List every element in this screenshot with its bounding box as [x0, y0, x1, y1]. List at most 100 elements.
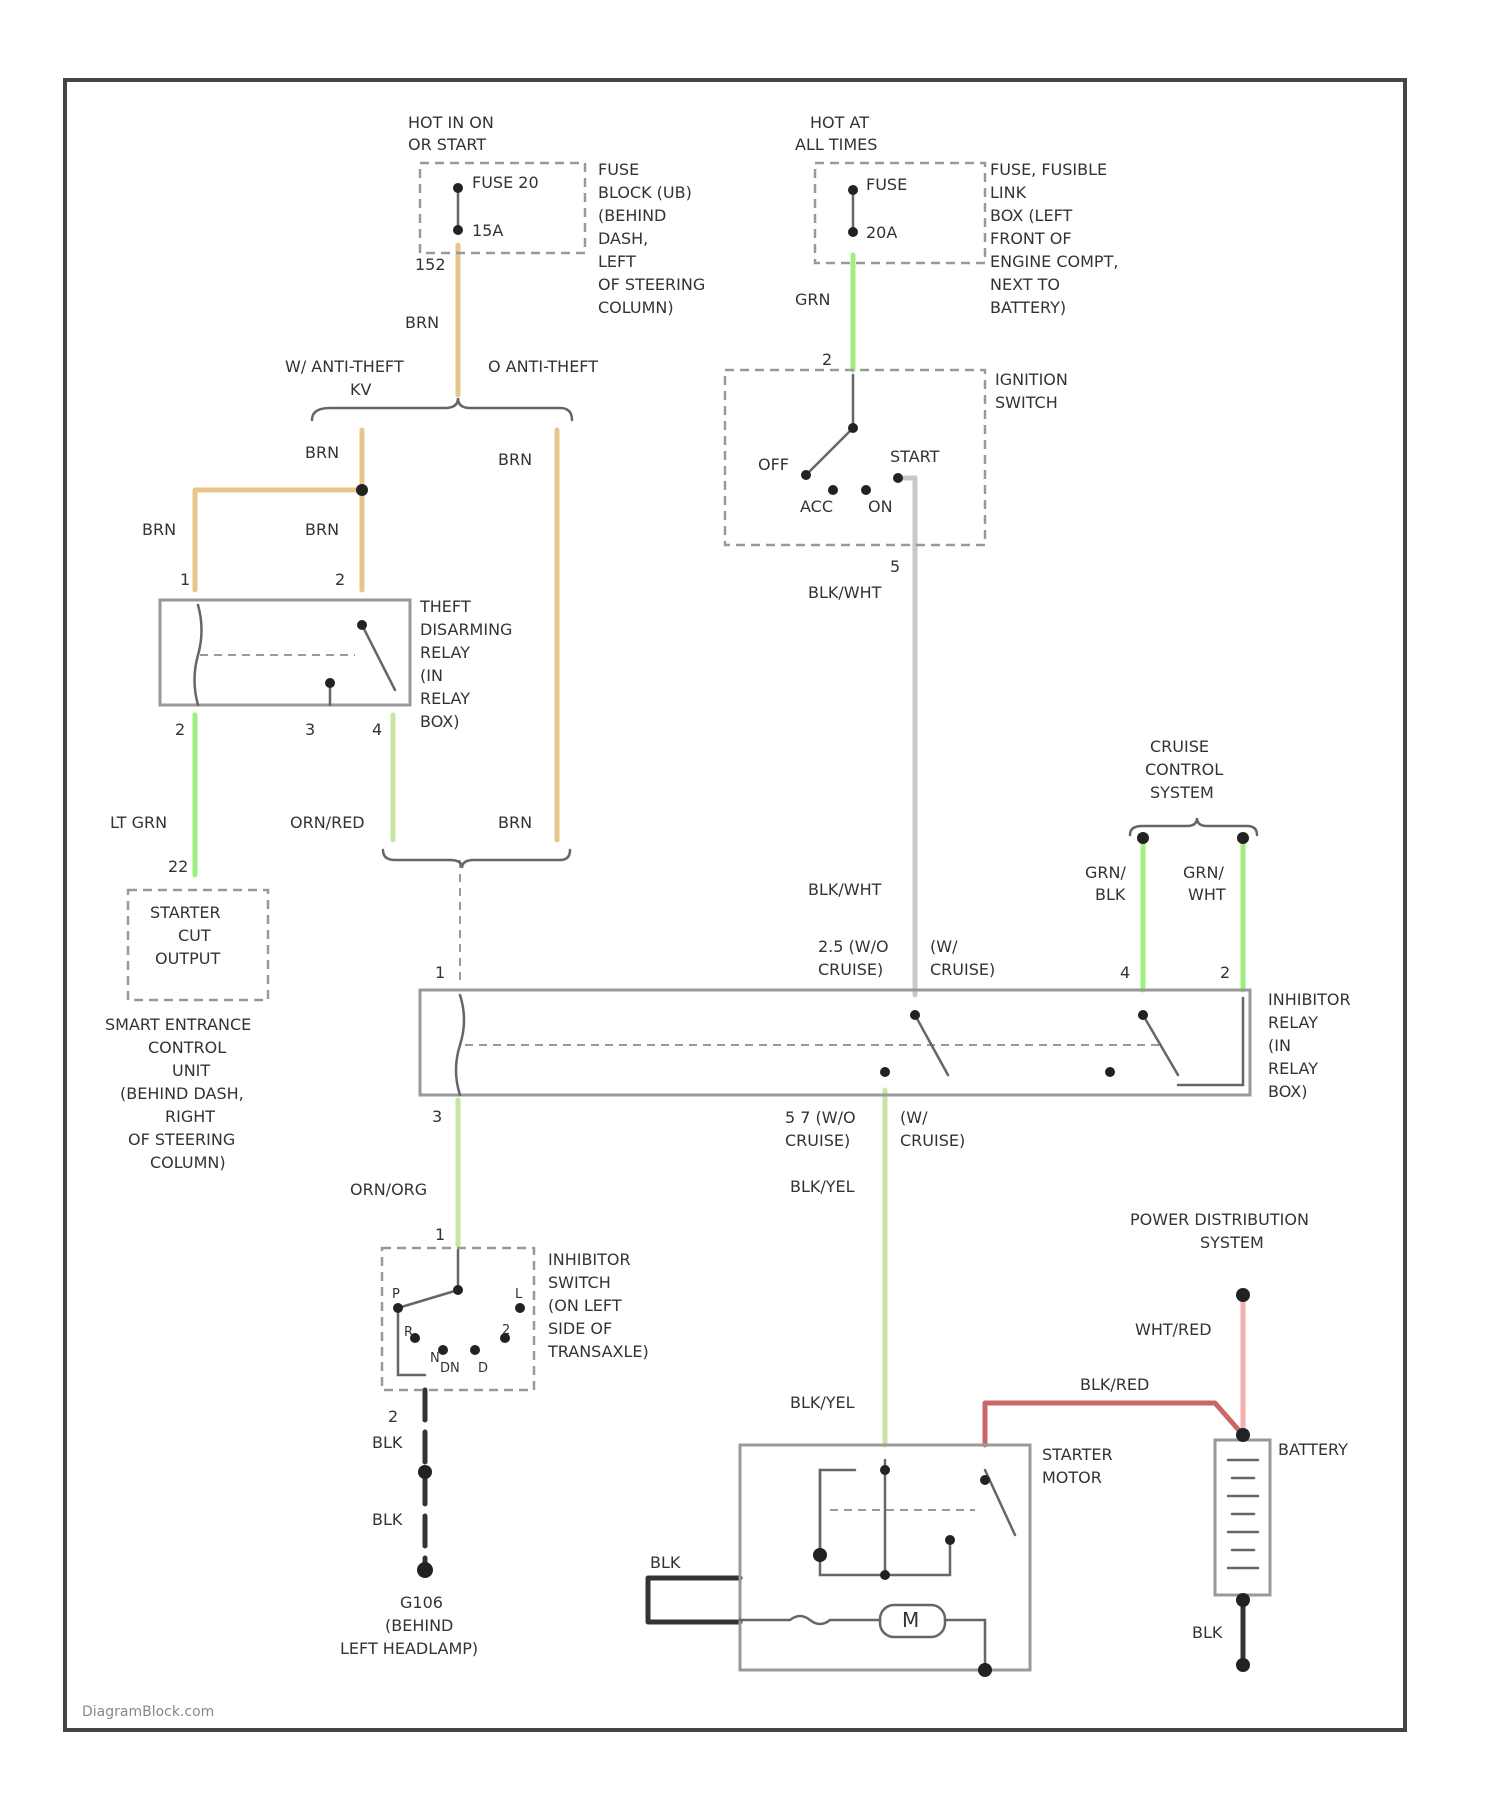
fusible-label: BOX (LEFT [990, 206, 1073, 225]
fusible-label: BATTERY) [990, 298, 1066, 317]
inhibitor-relay-return [1178, 998, 1243, 1085]
watermark: DiagramBlock.com [82, 1704, 214, 1720]
all-times-label: ALL TIMES [795, 135, 877, 154]
theft-relay-label: BOX) [420, 712, 459, 731]
amp15-label: 15A [472, 221, 503, 240]
ignition-pos-label: OFF [758, 455, 789, 474]
wire-blk-motor [648, 1578, 740, 1622]
or-start-label: OR START [408, 135, 486, 154]
sec-label: OF STEERING [128, 1130, 235, 1149]
fuse-block-label: (BEHIND [598, 206, 666, 225]
cruise-variant-label: CRUISE) [785, 1131, 850, 1150]
pin-label: 3 [432, 1107, 442, 1126]
wire-color-label: GRN [795, 290, 830, 309]
pin-label: 3 [305, 720, 315, 739]
pin-label: 2 [388, 1407, 398, 1426]
gear-label: D [478, 1361, 488, 1376]
pin-label: 2 [1220, 963, 1230, 982]
theft-relay-label: (IN [420, 666, 443, 685]
inhibitor-relay-label: RELAY [1268, 1013, 1318, 1032]
circuit-152-label: 152 [415, 255, 446, 274]
bracket-bottom [383, 850, 570, 868]
no-anti-theft-label: O ANTI-THEFT [488, 357, 598, 376]
wire-color-label: BLK [1192, 1623, 1223, 1642]
starter-cut-label: CUT [178, 926, 211, 945]
battery-plates [1228, 1460, 1258, 1568]
fusible-label: ENGINE COMPT, [990, 252, 1118, 271]
gear-label: R [404, 1325, 413, 1340]
wire-blk-wht [898, 478, 915, 995]
ignition-blade [806, 428, 853, 475]
wire-color-label: BRN [142, 520, 176, 539]
wire-color-label: BLK/RED [1080, 1375, 1149, 1394]
wire-color-label: BRN [498, 450, 532, 469]
inhibitor-relay-label: RELAY [1268, 1059, 1318, 1078]
pin-label: 1 [180, 570, 190, 589]
motor-ground-line [945, 1620, 985, 1670]
fuse-block-label: BLOCK (UB) [598, 183, 692, 202]
bracket-cruise [1130, 818, 1257, 835]
ignition-label: IGNITION [995, 370, 1068, 389]
pin-label: 22 [168, 857, 188, 876]
pin-label: 1 [435, 963, 445, 982]
wire-color-label: ORN/ORG [350, 1180, 427, 1199]
labels: HOT IN ON OR START FUSE 20 15A FUSE BLOC… [82, 113, 1351, 1720]
hot-at-label: HOT AT [810, 113, 869, 132]
sec-label: COLUMN) [150, 1153, 226, 1172]
pin-label: 4 [372, 720, 382, 739]
battery-box [1215, 1440, 1270, 1595]
ignition-label: SWITCH [995, 393, 1058, 412]
wire-color-label: BRN [305, 443, 339, 462]
inhibitor-relay-label: (IN [1268, 1036, 1291, 1055]
wire-color-label: GRN/ [1183, 863, 1224, 882]
ground-label: G106 [400, 1593, 443, 1612]
inhibitor-relay-box [420, 990, 1250, 1095]
theft-relay-label: RELAY [420, 689, 470, 708]
ignition-pos-label: ACC [800, 497, 833, 516]
inhibitor-switch-blade [398, 1290, 458, 1308]
inhibitor-switch-label: TRANSAXLE) [547, 1342, 649, 1361]
wire-color-label: BLK/YEL [790, 1177, 855, 1196]
fuse-block-label: LEFT [598, 252, 636, 271]
fuse-block-label: DASH, [598, 229, 648, 248]
cruise-variant-label: CRUISE) [900, 1131, 965, 1150]
inhibitor-switch-label: INHIBITOR [548, 1250, 631, 1269]
cruise-variant-label: 2.5 (W/O [818, 937, 889, 956]
cruise-variant-label: 5 7 (W/O [785, 1108, 856, 1127]
anti-theft-label: W/ ANTI-THEFT [285, 357, 404, 376]
starter-motor-label: STARTER [1042, 1445, 1113, 1464]
wire-color-label: ORN/RED [290, 813, 365, 832]
sec-label: RIGHT [165, 1107, 215, 1126]
pin-label: 4 [1120, 963, 1130, 982]
sec-label: SMART ENTRANCE [105, 1015, 251, 1034]
diagram-frame [65, 80, 1405, 1730]
pin-label: 1 [435, 1225, 445, 1244]
wire-color-label: BRN [498, 813, 532, 832]
wire-color-label: BLK/WHT [808, 880, 882, 899]
wire-color-label: BLK/WHT [808, 583, 882, 602]
wire-color-label: BRN [305, 520, 339, 539]
wire-color-label: LT GRN [110, 813, 167, 832]
motor-m-label: M [902, 1608, 919, 1632]
inhibitor-switch-label: SWITCH [548, 1273, 611, 1292]
gear-label: N [430, 1351, 440, 1366]
wire-color-label: WHT [1188, 885, 1226, 904]
wire-color-label: BRN [405, 313, 439, 332]
wire-color-label: BLK [650, 1553, 681, 1572]
pds-label: SYSTEM [1200, 1233, 1264, 1252]
inhibitor-relay-coil [456, 995, 464, 1095]
sec-label: CONTROL [148, 1038, 226, 1057]
fusible-label: FRONT OF [990, 229, 1072, 248]
cruise-variant-label: CRUISE) [818, 960, 883, 979]
wire-color-label: WHT/RED [1135, 1320, 1212, 1339]
fuse-block-label: OF STEERING [598, 275, 705, 294]
wire-blk-red [985, 1403, 1243, 1445]
starter-solenoid-a [820, 1460, 885, 1575]
cruise-variant-label: (W/ [900, 1108, 928, 1127]
gear-label: 2 [502, 1323, 510, 1338]
cruise-label: CRUISE [1150, 737, 1209, 756]
inhibitor-switch-label: (ON LEFT [548, 1296, 622, 1315]
cruise-variant-label: (W/ [930, 937, 958, 956]
fusible-label: FUSE, FUSIBLE [990, 160, 1107, 179]
